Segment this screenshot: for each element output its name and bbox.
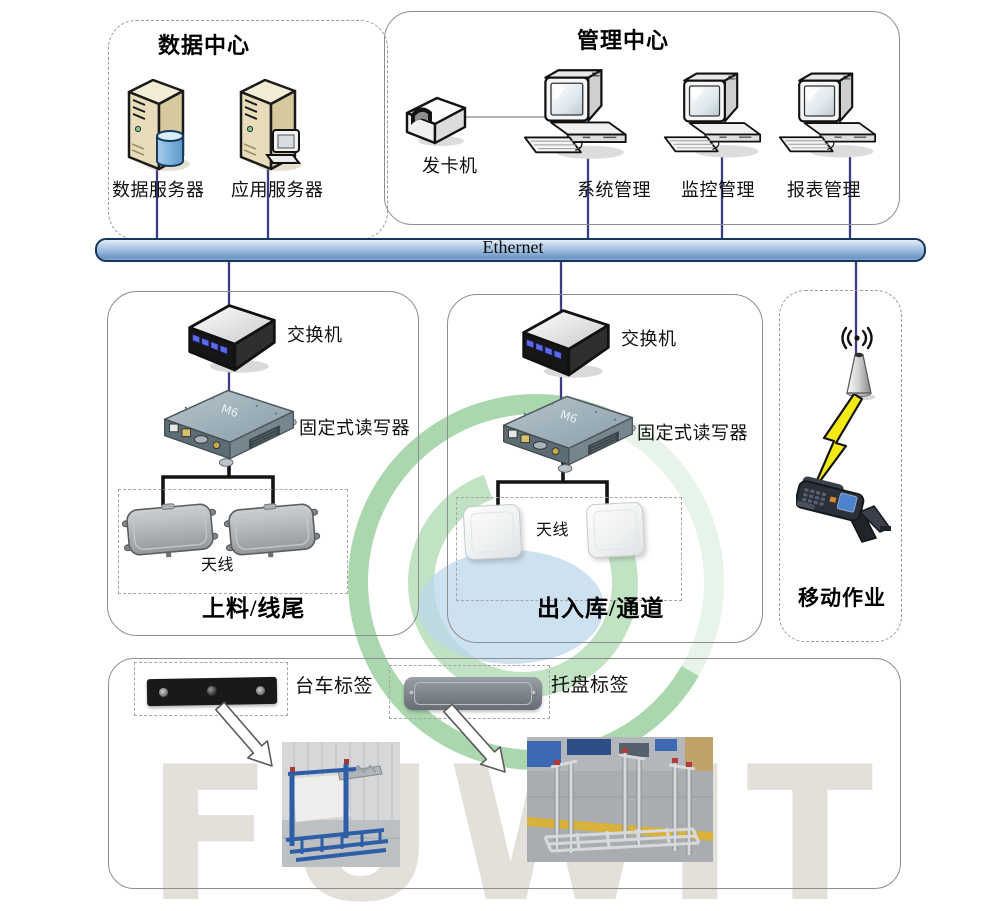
system-mgmt-label: 系统管理 [577,180,651,200]
square-antenna-icon-2 [585,501,646,559]
warehouse-zone-box [447,294,763,643]
pallet-tag-label: 托盘标签 [551,675,630,696]
antenna-label-warehouse: 天线 [536,522,570,539]
data-server-icon [119,74,193,174]
warehouse-zone-title: 出入库/通道 [537,596,665,621]
ethernet-bus [95,238,926,262]
pallet-photo-art [527,737,713,862]
trolley-photo-art [282,742,400,867]
tag-screw-hole [409,690,415,696]
tag-section-box [108,658,901,889]
fixed-reader-label-feeding: 固定式读写器 [299,418,410,438]
wireless-waves-icon [841,326,873,350]
handheld-reader-icon [796,476,892,543]
fixed-reader-icon-feeding [163,389,297,468]
data-server-label: 数据服务器 [112,180,205,200]
fixed-reader-icon-warehouse [502,395,636,474]
brand-watermark-text: FUWIT [146,726,886,911]
mobile-zone-box [779,290,902,642]
feeding-antenna-group-box [118,489,348,594]
square-antenna-icon-1 [462,503,523,561]
panel-antenna-icon-1 [120,499,220,562]
mobile-zone-title: 移动作业 [798,586,886,610]
tag-center-bump [206,685,218,697]
monitor-mgmt-label: 监控管理 [681,180,755,200]
tag-inner-outline [414,682,532,705]
trolley-tag-label: 台车标签 [295,676,374,697]
monitor-mgmt-computer-icon [663,72,762,159]
trolley-tag-image [146,676,278,707]
switch-icon-warehouse [522,309,610,380]
warehouse-antenna-group-box [456,497,682,601]
management-center-title: 管理中心 [577,28,670,53]
report-mgmt-label: 报表管理 [787,180,861,200]
trolley-photo [282,742,400,867]
tag-screw-hole [158,687,169,697]
pallet-tag-image [404,677,542,710]
switch-label-warehouse: 交换机 [621,329,677,349]
feeding-zone-title: 上料/线尾 [202,596,306,621]
tag-screw-hole [531,690,537,696]
report-mgmt-computer-icon [778,72,877,159]
fixed-reader-label-warehouse: 固定式读写器 [637,423,748,443]
app-server-label: 应用服务器 [231,180,324,200]
feeding-zone-box [107,291,419,636]
card-issuer-icon [405,96,467,147]
panel-antenna-icon-2 [222,499,322,562]
management-center-box [384,11,900,225]
data-center-title: 数据中心 [158,33,251,58]
ethernet-label: Ethernet [482,237,544,257]
switch-label-feeding: 交换机 [287,325,343,345]
system-mgmt-computer-icon [523,69,627,160]
logo-watermark-blue-blob [418,550,604,664]
app-server-icon [231,74,305,174]
trolley-tag-dashed-box [134,662,288,716]
card-issuer-label: 发卡机 [422,156,478,176]
tag-screw-hole [255,686,266,696]
switch-icon-feeding [188,304,276,375]
antenna-label-feeding: 天线 [201,557,235,574]
pallet-photo [527,737,713,862]
